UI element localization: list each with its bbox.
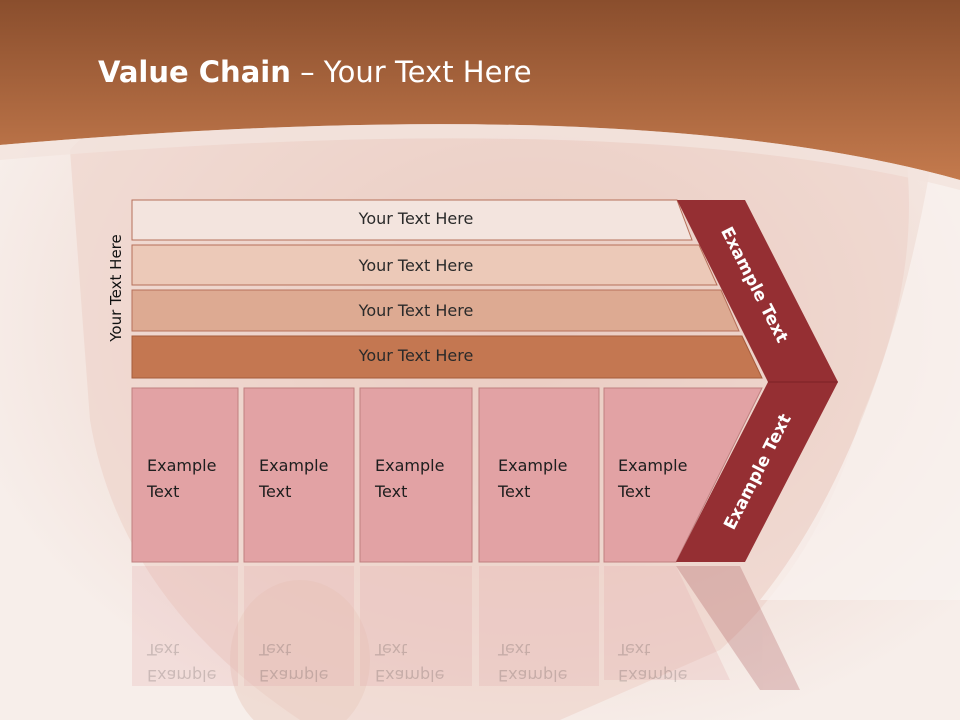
box-4	[478, 387, 600, 563]
chevron-arrow	[676, 200, 838, 562]
box-2	[243, 387, 355, 563]
title-rest: – Your Text Here	[290, 55, 532, 89]
bar-label-3: Your Text Here	[358, 301, 474, 320]
bar-label-1: Your Text Here	[358, 209, 474, 228]
box-3	[359, 387, 473, 563]
bar-label-2: Your Text Here	[358, 256, 474, 275]
slide-title: Value Chain – Your Text Here	[98, 55, 532, 89]
bar-4	[131, 335, 763, 379]
title-bold: Value Chain	[98, 55, 291, 89]
bar-1	[131, 199, 693, 241]
reflection	[132, 566, 800, 690]
bar-2	[131, 244, 718, 286]
bar-label-4: Your Text Here	[358, 346, 474, 365]
box-1	[131, 387, 239, 563]
bar-3	[131, 289, 740, 332]
